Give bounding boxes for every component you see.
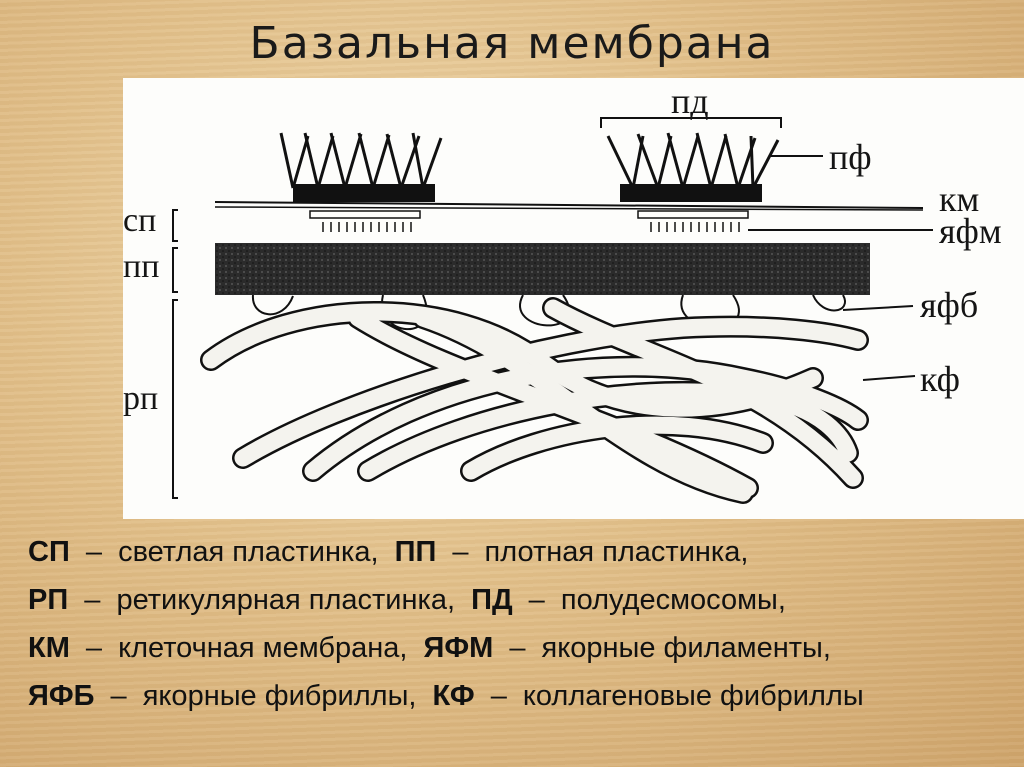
legend-separator: – <box>85 632 103 664</box>
legend-separator: – <box>85 536 102 568</box>
label-rp: рп <box>123 380 159 417</box>
label-yafb: яфб <box>920 285 979 325</box>
label-pd: пд <box>671 81 709 121</box>
kf-pointer <box>862 375 916 381</box>
legend-separator: – <box>490 680 507 712</box>
legend-separator: – <box>452 536 469 568</box>
label-yafm: яфм <box>939 211 1002 251</box>
pd-bracket <box>600 117 782 128</box>
legend-desc: коллагеновые фибриллы <box>522 680 864 712</box>
yafb-pointer <box>842 305 914 311</box>
legend-abbr: КФ <box>432 680 475 712</box>
fan-filaments-left <box>279 132 443 189</box>
legend: СП – светлая пластинка, ПП – плотная пла… <box>28 528 1008 720</box>
layer-brackets <box>172 209 178 499</box>
legend-abbr: ПП <box>394 536 437 568</box>
legend-desc: якорные филаменты, <box>541 632 831 664</box>
legend-desc: клеточная мембрана, <box>118 632 408 664</box>
legend-desc: ретикулярная пластинка, <box>116 584 456 616</box>
legend-row: КМ – клеточная мембрана, ЯФМ – якорные ф… <box>28 624 1008 672</box>
legend-separator: – <box>509 632 526 664</box>
slide-title: Базальная мембрана <box>249 18 775 69</box>
legend-desc: полудесмосомы, <box>560 584 786 616</box>
label-kf: кф <box>920 359 960 399</box>
legend-desc: якорные фибриллы, <box>142 680 417 712</box>
legend-desc: плотная пластинка, <box>484 536 749 568</box>
hemidesmosome-plaque-right <box>620 184 762 202</box>
legend-separator: – <box>528 584 545 616</box>
legend-row: ЯФБ – якорные фибриллы, КФ – коллагеновы… <box>28 672 1008 720</box>
legend-abbr: ЯФБ <box>28 680 95 712</box>
label-pf: пф <box>829 137 872 177</box>
legend-abbr: РП <box>28 584 69 616</box>
legend-abbr: ЯФМ <box>423 632 494 664</box>
basement-membrane-diagram: пд пф км яфм яфб кф сп пп рп <box>123 78 1024 519</box>
legend-separator: – <box>110 680 127 712</box>
legend-separator: – <box>84 584 101 616</box>
cell-membrane <box>214 201 924 209</box>
legend-desc: светлая пластинка, <box>118 536 379 568</box>
label-pp: пп <box>123 248 160 285</box>
legend-abbr: ПД <box>471 584 513 616</box>
lamina-densa <box>215 243 870 295</box>
diagram-svg <box>172 117 933 504</box>
legend-abbr: КМ <box>28 632 70 664</box>
legend-abbr: СП <box>28 536 70 568</box>
label-sp: сп <box>123 202 157 239</box>
anchoring-filaments <box>322 222 740 232</box>
legend-row: СП – светлая пластинка, ПП – плотная пла… <box>28 528 1008 576</box>
hemidesmosome-plaque-left <box>293 184 435 202</box>
collagen-fibrils <box>200 297 869 504</box>
label-km: км <box>939 179 980 219</box>
legend-row: РП – ретикулярная пластинка, ПД – полуде… <box>28 576 1008 624</box>
fan-filaments-right <box>606 132 780 189</box>
